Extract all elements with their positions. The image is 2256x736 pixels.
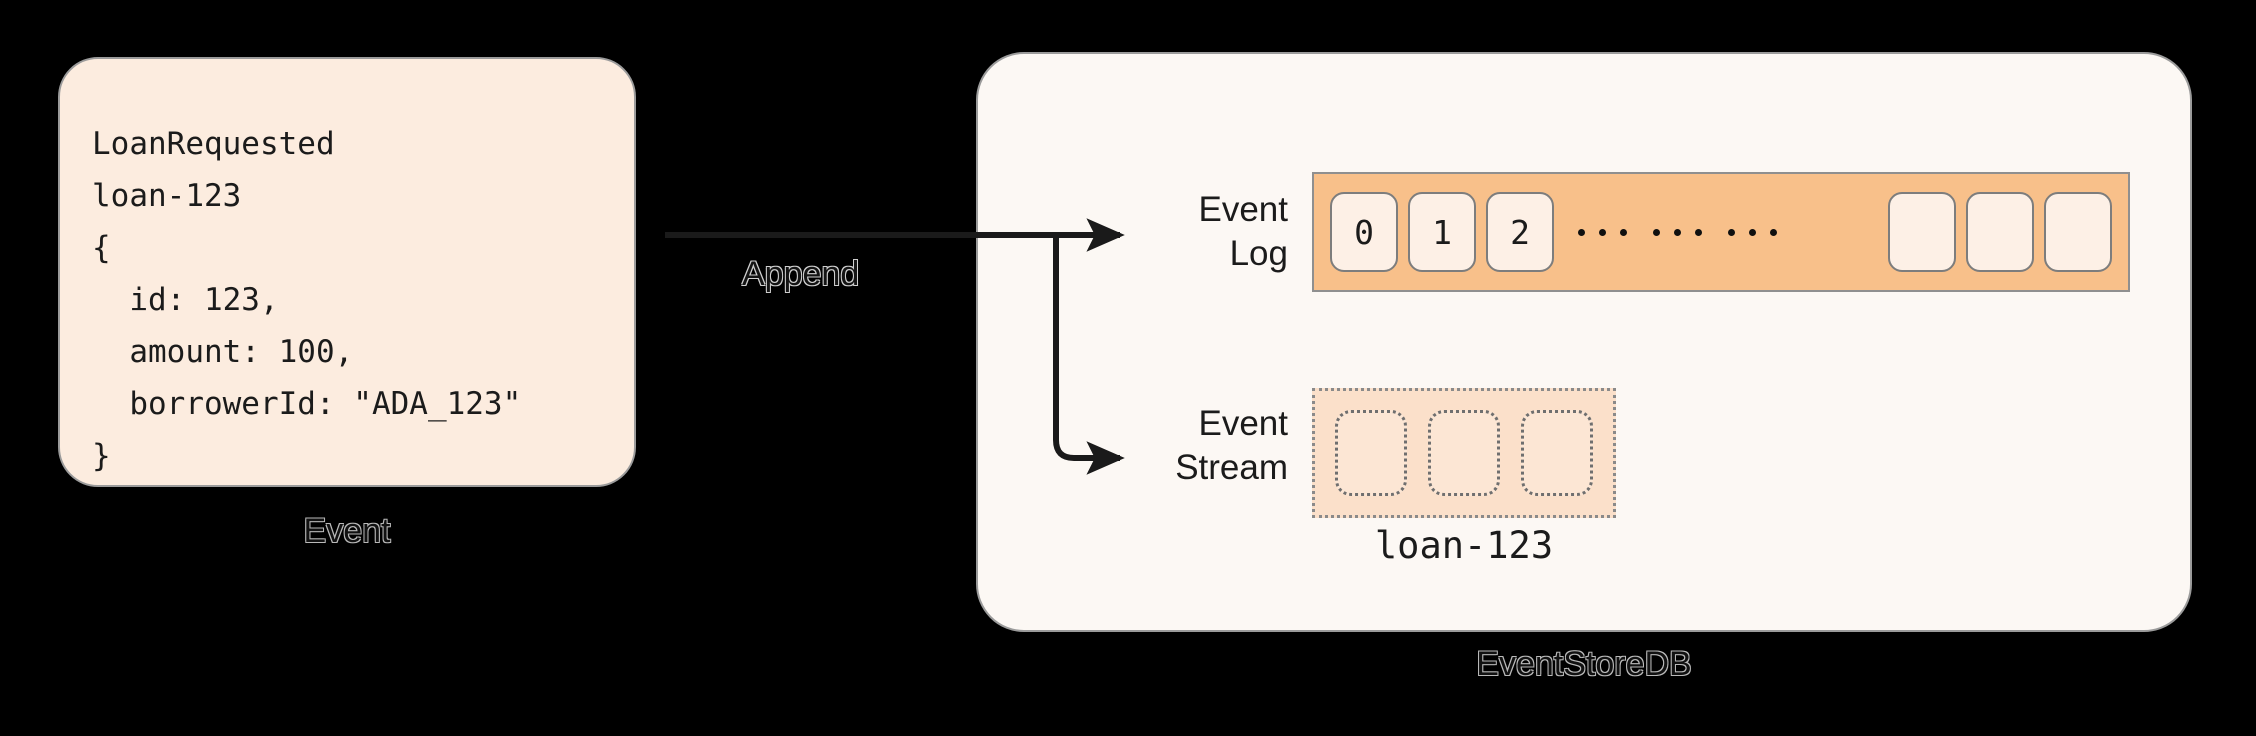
event-stream-caption: loan-123 — [1374, 524, 1554, 567]
ellipsis-dot — [1674, 228, 1681, 236]
ellipsis-dot-group — [1578, 228, 1627, 236]
ellipsis-dot — [1599, 228, 1606, 236]
event-log-band: 0 1 2 — [1312, 172, 2130, 292]
eventstoredb-caption: EventStoreDB — [1476, 645, 1692, 683]
ellipsis-dot — [1728, 228, 1735, 236]
append-arrow-label: Append — [742, 255, 860, 293]
event-payload-code: LoanRequested loan-123 { id: 123, amount… — [92, 126, 522, 474]
ellipsis-dot — [1578, 228, 1585, 236]
ellipsis-dot-group — [1728, 228, 1777, 236]
ellipsis-dot — [1749, 228, 1756, 236]
event-log-empty-cell — [1888, 192, 1956, 272]
event-log-ellipsis — [1578, 228, 1777, 236]
ellipsis-dot — [1770, 228, 1777, 236]
event-log-empty-cell — [2044, 192, 2112, 272]
event-card-caption: Event — [303, 512, 391, 550]
ellipsis-dot — [1653, 228, 1660, 236]
ellipsis-dot-group — [1653, 228, 1702, 236]
event-stream-cell — [1335, 410, 1408, 496]
ellipsis-dot — [1695, 228, 1702, 236]
event-log-label: Event Log — [1198, 190, 1289, 273]
event-log-empty-cell — [1966, 192, 2034, 272]
event-log-cell: 1 — [1408, 192, 1476, 272]
event-stream-cell — [1427, 410, 1500, 496]
event-log-cell: 0 — [1330, 192, 1398, 272]
ellipsis-dot — [1620, 228, 1627, 236]
eventstoredb-panel — [976, 52, 2192, 632]
event-log-cell: 2 — [1486, 192, 1554, 272]
event-card: LoanRequested loan-123 { id: 123, amount… — [58, 57, 636, 487]
event-stream-container — [1312, 388, 1616, 518]
event-stream-label: Event Stream — [1175, 404, 1288, 487]
event-stream-cell — [1520, 410, 1593, 496]
